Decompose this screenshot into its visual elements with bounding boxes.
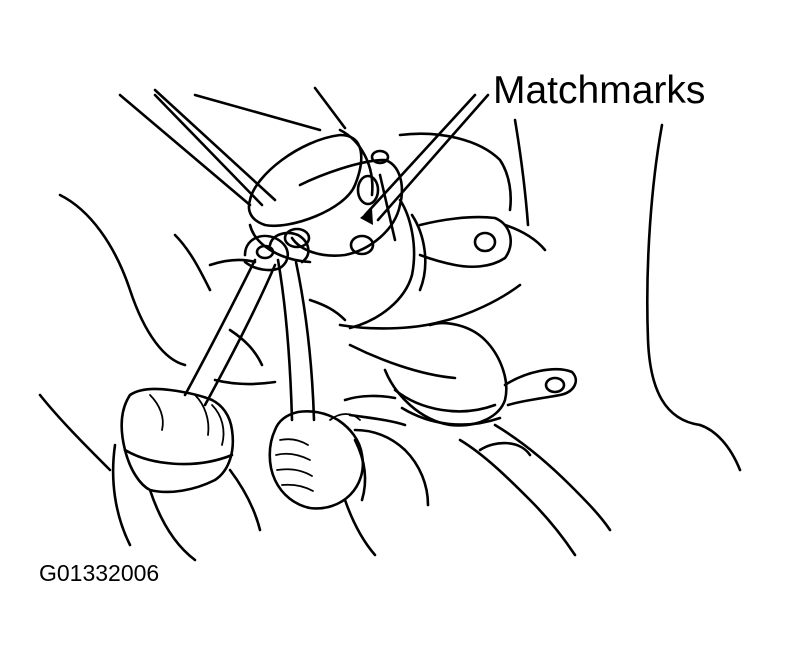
crossmember-left — [343, 394, 397, 402]
crossmember-left-lower — [348, 413, 407, 427]
matchmark-arrowhead — [360, 208, 373, 225]
shaft-tube-right-edge — [313, 86, 347, 130]
right-sleeve — [343, 428, 430, 557]
shaft-flange-end — [247, 133, 363, 228]
matchmarks-callout-label: Matchmarks — [493, 69, 706, 112]
lower-joint-boot — [383, 321, 508, 427]
companion-flange-inner — [410, 213, 427, 292]
flange-yoke-plate — [290, 158, 404, 257]
wrench-head — [243, 234, 289, 272]
companion-flange-outer — [348, 198, 416, 330]
body-wall-right — [646, 123, 702, 427]
right-hand-finger-4 — [281, 483, 314, 492]
right-hand-finger-2 — [275, 452, 311, 461]
left-sleeve-cuff — [123, 448, 234, 466]
left-hand-finger-2 — [211, 404, 225, 446]
lower-joint-ring-2 — [400, 406, 502, 426]
right-hand-finger-1 — [279, 438, 309, 446]
shaft-tube-lower-edge — [153, 93, 264, 207]
flange-bolt-upper — [356, 174, 380, 206]
bracket-bolt — [473, 231, 497, 253]
right-hand-finger-3 — [276, 468, 313, 477]
shaft-tube-upper-edge — [193, 93, 322, 132]
background-left-line — [38, 393, 112, 472]
body-wall-right-lower — [698, 423, 742, 472]
wrench-handle-right-edge — [203, 263, 277, 407]
wrench-head-hole — [255, 244, 275, 260]
wrench2-handle-left-edge — [276, 258, 294, 422]
wrench-handle-left-edge — [183, 258, 257, 397]
lower-shaft-upper-edge — [493, 423, 612, 532]
background-diagonal-2 — [153, 88, 277, 202]
wrench2-head — [268, 231, 310, 264]
wrench2-handle-right-edge — [294, 260, 316, 422]
crossmember-arm — [503, 368, 577, 407]
left-hand-finger-1 — [194, 394, 210, 436]
shaft-flange-collar — [338, 128, 374, 197]
lower-shaft-lower-edge — [458, 438, 577, 557]
right-hand-thumb — [329, 413, 361, 421]
crossmember-bolt — [544, 376, 566, 394]
body-panel-top — [398, 132, 512, 212]
background-frame-right — [308, 298, 347, 322]
left-sleeve — [111, 443, 262, 562]
left-hand-outline — [120, 387, 235, 494]
background-diagonal-1 — [118, 93, 252, 207]
matchmark-leader-left — [363, 93, 477, 217]
lower-joint-ring-1 — [393, 388, 497, 413]
lower-shaft-collar — [478, 441, 532, 457]
left-hand-thumb — [149, 394, 164, 431]
vehicle-body-left-contour — [58, 193, 187, 367]
flange-bolt-lower — [349, 234, 375, 256]
body-panel-right-edge — [513, 118, 530, 227]
flange-bolt-top — [370, 149, 390, 165]
matchmark-leader-right — [376, 93, 490, 222]
background-frame-mid-2 — [213, 378, 277, 386]
matchmark-line — [378, 173, 397, 242]
right-hand-outline — [268, 409, 365, 510]
flange-bolt-left — [283, 227, 311, 249]
background-frame-left — [173, 233, 212, 292]
mounting-bracket — [418, 215, 513, 269]
center-shaft-lower — [348, 343, 457, 380]
background-frame-mid — [228, 328, 264, 367]
figure-id-label: G01332006 — [39, 560, 160, 586]
background-frame-left-2 — [208, 258, 257, 267]
right-sleeve-cuff — [353, 438, 367, 502]
bracket-extension — [503, 223, 547, 252]
